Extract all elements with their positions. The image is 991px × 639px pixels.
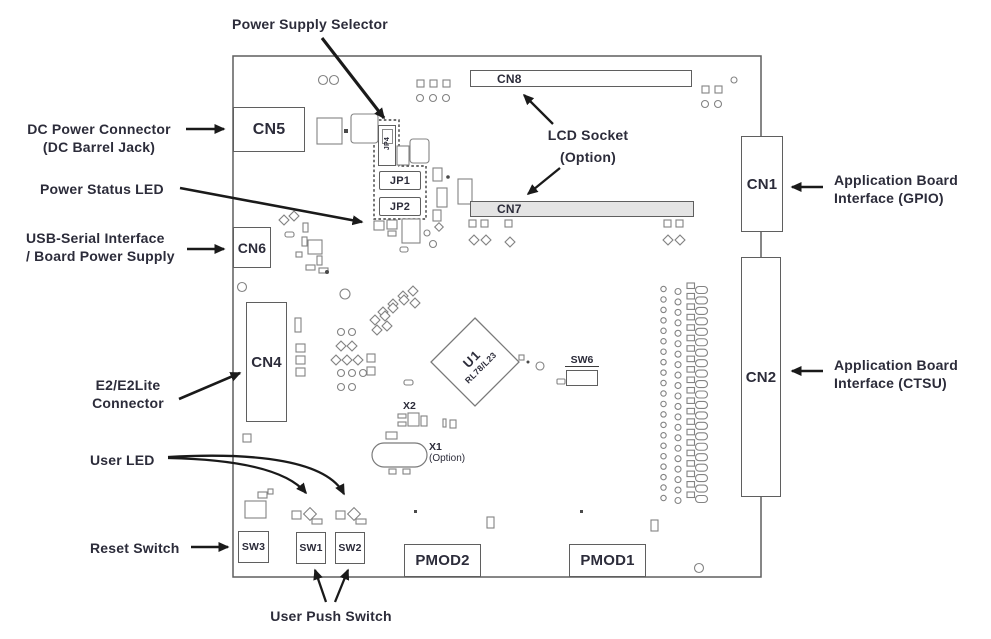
e2-line2: Connector [92,395,164,411]
jp4-label: JP4 [384,137,391,151]
x2-label: X2 [403,400,416,412]
jumper-jp1: JP1 [379,171,421,190]
gpio-line2: Interface (GPIO) [834,190,944,206]
cn8-label: CN8 [497,71,522,86]
switch-sw3: SW3 [238,531,269,563]
callout-usb-serial: USB-Serial Interface / Board Power Suppl… [26,229,175,265]
cn1-label: CN1 [746,175,778,193]
power-status-led-arrow [179,186,364,226]
ctsu-line1: Application Board [834,357,958,373]
lcd-socket-arrow-down [526,167,561,195]
usb-serial-line1: USB-Serial Interface [26,230,165,246]
connector-pmod2: PMOD2 [404,544,481,577]
switch-sw2: SW2 [335,532,365,564]
callout-lcd-socket: LCD Socket (Option) [528,124,648,168]
connector-cn5: CN5 [233,107,305,152]
jumper-jp2: JP2 [379,197,421,216]
connector-cn4: CN4 [246,302,287,422]
cn2-label: CN2 [745,368,777,386]
cn7-label: CN7 [497,202,522,216]
connector-cn6: CN6 [233,227,271,268]
sw3-label: SW3 [241,541,266,553]
callout-e2-connector: E2/E2Lite Connector [68,376,188,412]
lcd-socket-line1: LCD Socket [547,127,629,143]
sw6-text: SW6 [570,354,594,366]
lcd-socket-arrow-up [522,93,554,125]
callout-app-board-gpio: Application Board Interface (GPIO) [834,171,958,207]
dc-power-line2: (DC Barrel Jack) [42,139,156,155]
cn6-label: CN6 [237,239,267,256]
callout-dc-power-connector: DC Power Connector (DC Barrel Jack) [18,120,180,156]
jp1-label: JP1 [389,174,411,187]
user-led-arrow-2 [167,454,346,496]
user-push-switch-arrow-2 [333,568,350,603]
e2-line1: E2/E2Lite [95,377,161,393]
callout-power-supply-selector: Power Supply Selector [232,16,388,32]
u1-chip-text: U1 RL78/L23 [425,312,525,412]
callout-reset-switch: Reset Switch [90,540,180,556]
usb-serial-line2: / Board Power Supply [26,248,175,264]
user-led-arrow-1 [167,456,307,495]
x1-crystal-outline [371,442,428,468]
switch-sw1: SW1 [296,532,326,564]
connector-cn1: CN1 [741,136,783,232]
x1-label: X1 [429,441,442,453]
cn5-label: CN5 [252,120,286,138]
callout-power-status-led: Power Status LED [40,181,164,197]
callout-user-push-switch: User Push Switch [270,608,392,624]
cn4-label: CN4 [251,353,282,371]
pmod2-label: PMOD2 [415,552,470,569]
callout-app-board-ctsu: Application Board Interface (CTSU) [834,356,958,392]
sw2-label: SW2 [338,542,362,554]
e2-connector-arrow [178,371,242,401]
pmod1-label: PMOD1 [580,552,635,569]
jumper-jp4: JP4 [378,125,396,166]
callout-user-led: User LED [90,452,155,468]
lcd-socket-line2: (Option) [559,149,617,165]
x1-option-note: (Option) [429,453,466,464]
dc-power-line1: DC Power Connector [27,121,171,137]
ctsu-line2: Interface (CTSU) [834,375,947,391]
switch-sw6 [566,370,598,386]
power-supply-selector-arrow [320,37,386,120]
connector-cn7: CN7 [470,201,694,217]
connector-cn8: CN8 [470,70,692,87]
sw6-label: SW6 [565,354,599,367]
jp2-label: JP2 [389,200,411,213]
user-push-switch-arrow-1 [313,568,328,603]
sw1-label: SW1 [299,542,323,554]
connector-cn2: CN2 [741,257,781,497]
gpio-line1: Application Board [834,172,958,188]
connector-pmod1: PMOD1 [569,544,646,577]
